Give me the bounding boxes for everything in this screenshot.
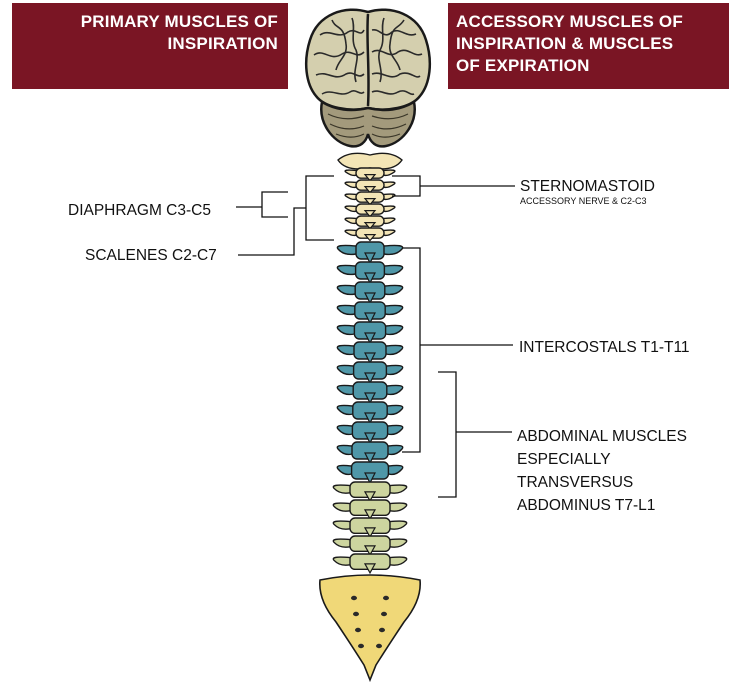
sacral-foramen	[381, 612, 387, 616]
cervical-vertebra	[345, 228, 395, 241]
abdominal-label-line-3: TRANSVERSUS	[517, 471, 687, 494]
abdominal-bracket	[438, 372, 512, 497]
cervical-vertebra	[345, 192, 395, 205]
thoracic-vertebra	[337, 402, 402, 423]
scalenes-bracket	[238, 176, 334, 255]
thoracic-vertebra	[337, 322, 402, 343]
cervical-vertebra	[345, 216, 395, 229]
intercostals-bracket	[402, 248, 513, 452]
diaphragm-bracket	[236, 192, 288, 217]
lumbar-vertebra	[333, 500, 406, 519]
sacrum	[320, 575, 420, 680]
sacral-foramen	[353, 612, 359, 616]
abdominal-label-line-4: ABDOMINUS T7-L1	[517, 494, 687, 517]
abdominal-label: ABDOMINAL MUSCLES ESPECIALLY TRANSVERSUS…	[517, 425, 687, 517]
brain-midline	[367, 14, 368, 106]
sternomastoid-label: STERNOMASTOID	[520, 176, 655, 197]
lumbar-vertebra	[333, 518, 406, 537]
sacral-foramen	[379, 628, 385, 632]
thoracic-vertebra	[337, 262, 402, 283]
spine-icon	[320, 153, 420, 680]
diaphragm-label: DIAPHRAGM C3-C5	[68, 200, 211, 221]
thoracic-vertebra	[337, 342, 402, 363]
sacral-foramen	[355, 628, 361, 632]
sternomastoid-sublabel: ACCESSORY NERVE & C2-C3	[520, 196, 647, 207]
cerebellum	[321, 102, 414, 146]
cervical-vertebra	[345, 204, 395, 217]
cervical-vertebra	[345, 168, 395, 181]
sacral-foramen	[383, 596, 389, 600]
thoracic-vertebra	[337, 422, 402, 443]
thoracic-vertebra	[337, 302, 402, 323]
lumbar-vertebra	[333, 554, 406, 573]
sacral-foramen	[351, 596, 357, 600]
thoracic-vertebra	[337, 242, 402, 263]
sacral-foramen	[358, 644, 364, 648]
lumbar-vertebra	[333, 482, 406, 501]
lumbar-vertebra	[333, 536, 406, 555]
abdominal-label-line-1: ABDOMINAL MUSCLES	[517, 425, 687, 448]
thoracic-vertebra	[337, 462, 402, 483]
atlas-vertebra	[338, 153, 402, 169]
abdominal-label-line-2: ESPECIALLY	[517, 448, 687, 471]
thoracic-vertebra	[337, 442, 402, 463]
cervical-vertebra	[345, 180, 395, 193]
sternomastoid-bracket	[392, 176, 515, 196]
brain-icon	[306, 10, 430, 147]
thoracic-vertebra	[337, 382, 402, 403]
thoracic-vertebra	[337, 362, 402, 383]
sacral-foramen	[376, 644, 382, 648]
intercostals-label: INTERCOSTALS T1-T11	[519, 337, 690, 358]
scalenes-label: SCALENES C2-C7	[85, 245, 217, 266]
thoracic-vertebra	[337, 282, 402, 303]
